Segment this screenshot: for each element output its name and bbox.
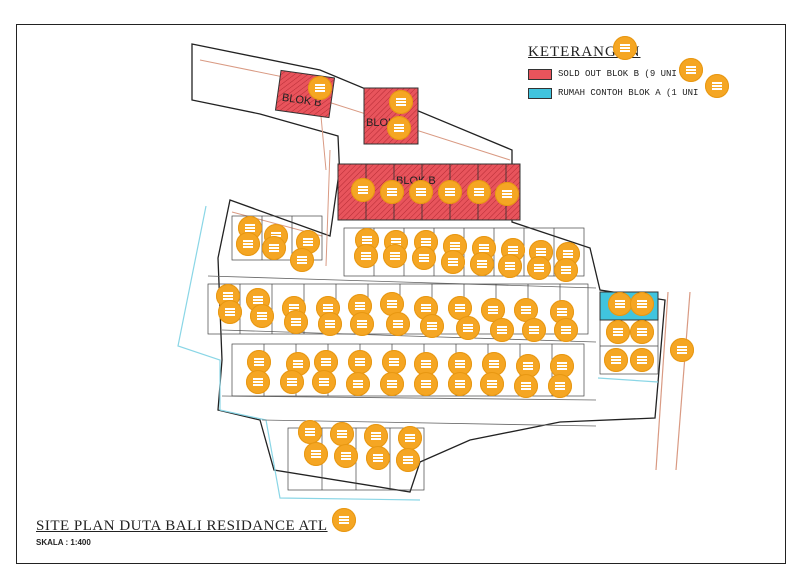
list-icon[interactable] (304, 442, 328, 466)
list-icon[interactable] (386, 312, 410, 336)
list-icon[interactable] (554, 318, 578, 342)
list-icon[interactable] (366, 446, 390, 470)
list-icon[interactable] (398, 426, 422, 450)
list-icon[interactable] (334, 444, 358, 468)
scale-label: SKALA : 1:400 (36, 538, 91, 547)
list-icon[interactable] (412, 246, 436, 270)
list-icon[interactable] (380, 180, 404, 204)
list-icon[interactable] (284, 310, 308, 334)
list-icon[interactable] (514, 374, 538, 398)
list-icon[interactable] (604, 348, 628, 372)
sold-out-swatch (528, 68, 552, 80)
site-plan-title: SITE PLAN DUTA BALI RESIDANCE ATL (36, 518, 328, 534)
list-icon[interactable] (409, 180, 433, 204)
internal-road (207, 275, 597, 427)
cyan-perimeter-west (177, 205, 421, 501)
legend-title: KETERANGAN (528, 44, 641, 60)
list-icon[interactable] (262, 236, 286, 260)
list-icon[interactable] (246, 370, 270, 394)
list-icon[interactable] (250, 304, 274, 328)
list-icon[interactable] (630, 320, 654, 344)
list-icon[interactable] (382, 350, 406, 374)
list-icon[interactable] (387, 116, 411, 140)
list-icon[interactable] (308, 76, 332, 100)
list-icon[interactable] (448, 372, 472, 396)
legend-item-model-house: RUMAH CONTOH BLOK A (1 UNI (528, 87, 698, 99)
list-icon[interactable] (613, 36, 637, 60)
list-icon[interactable] (348, 350, 372, 374)
east-road-line-2 (675, 291, 691, 471)
list-icon[interactable] (456, 316, 480, 340)
list-icon[interactable] (354, 244, 378, 268)
list-icon[interactable] (414, 372, 438, 396)
list-icon[interactable] (364, 424, 388, 448)
list-icon[interactable] (236, 232, 260, 256)
list-icon[interactable] (490, 318, 514, 342)
legend-label-model-house: RUMAH CONTOH BLOK A (1 UNI (558, 88, 699, 98)
list-icon[interactable] (346, 372, 370, 396)
list-icon[interactable] (389, 90, 413, 114)
list-icon[interactable] (630, 348, 654, 372)
list-icon[interactable] (396, 448, 420, 472)
list-icon[interactable] (608, 292, 632, 316)
list-icon[interactable] (318, 312, 342, 336)
list-icon[interactable] (280, 370, 304, 394)
list-icon[interactable] (480, 372, 504, 396)
list-icon[interactable] (554, 258, 578, 282)
list-icon[interactable] (351, 178, 375, 202)
legend-label-sold-out: SOLD OUT BLOK B (9 UNI (558, 69, 677, 79)
list-icon[interactable] (420, 314, 444, 338)
list-icon[interactable] (679, 58, 703, 82)
list-icon[interactable] (383, 244, 407, 268)
model-house-swatch (528, 87, 552, 99)
list-icon[interactable] (441, 250, 465, 274)
drawing-frame (16, 24, 786, 564)
list-icon[interactable] (522, 318, 546, 342)
legend-item-sold-out: SOLD OUT BLOK B (9 UNI (528, 68, 677, 80)
list-icon[interactable] (495, 182, 519, 206)
list-icon[interactable] (705, 74, 729, 98)
list-icon[interactable] (630, 292, 654, 316)
cyan-perimeter-east (597, 377, 659, 383)
list-icon[interactable] (332, 508, 356, 532)
list-icon[interactable] (467, 180, 491, 204)
list-icon[interactable] (312, 370, 336, 394)
list-icon[interactable] (470, 252, 494, 276)
list-icon[interactable] (290, 248, 314, 272)
list-icon[interactable] (438, 180, 462, 204)
east-road-line-1 (655, 291, 669, 471)
list-icon[interactable] (606, 320, 630, 344)
list-icon[interactable] (350, 312, 374, 336)
list-icon[interactable] (298, 420, 322, 444)
list-icon[interactable] (380, 372, 404, 396)
list-icon[interactable] (670, 338, 694, 362)
list-icon[interactable] (330, 422, 354, 446)
list-icon[interactable] (498, 254, 522, 278)
list-icon[interactable] (548, 374, 572, 398)
list-icon[interactable] (527, 256, 551, 280)
list-icon[interactable] (218, 300, 242, 324)
